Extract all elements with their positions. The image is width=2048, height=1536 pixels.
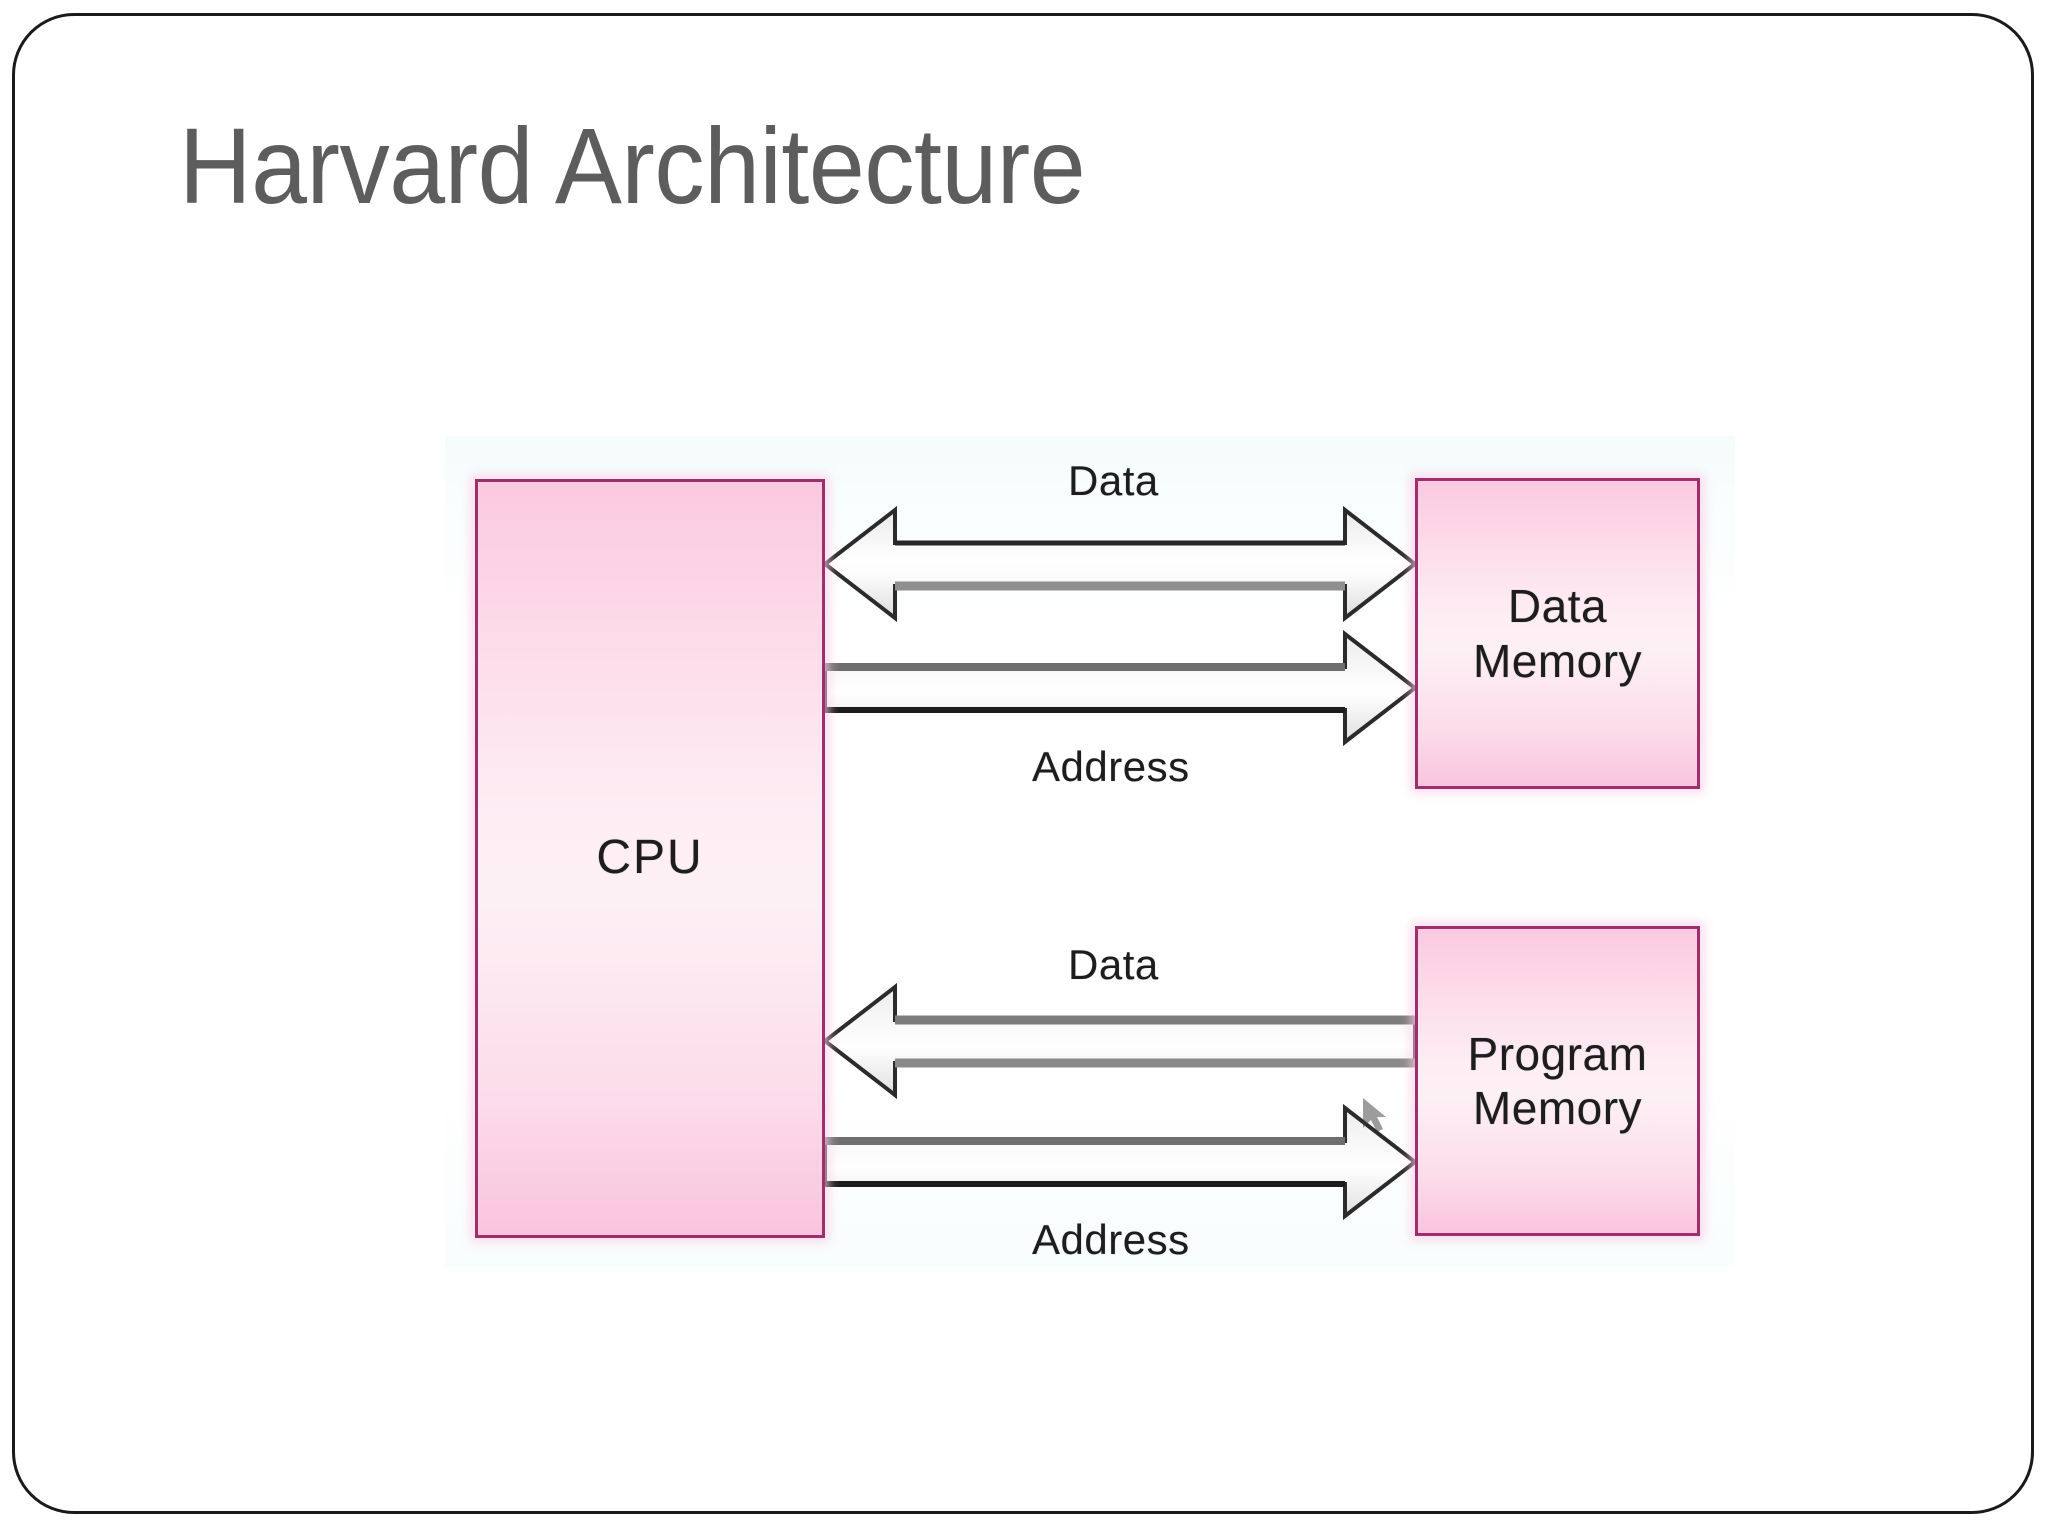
program-memory-data-bus-label: Data: [1068, 941, 1159, 988]
program-memory-address-bus-arrow: [823, 1103, 1419, 1221]
data-memory-address-bus-label: Address: [1032, 743, 1190, 790]
program-memory-block[interactable]: Program Memory: [1415, 926, 1700, 1236]
data-memory-block-label: Data Memory: [1473, 579, 1642, 688]
program-memory-block-label: Program Memory: [1468, 1027, 1648, 1136]
program-memory-label-line-1: Program: [1467, 1027, 1648, 1080]
data-memory-label-line-1: Data: [1507, 580, 1608, 633]
data-memory-label-line-2: Memory: [1472, 634, 1643, 687]
cpu-block-label: CPU: [596, 831, 704, 885]
data-memory-address-bus-arrow: [823, 629, 1419, 747]
page-title: Harvard Architecture: [179, 105, 1086, 226]
data-memory-block[interactable]: Data Memory: [1415, 478, 1700, 789]
cpu-block[interactable]: CPU: [475, 479, 825, 1238]
data-memory-data-bus-label: Data: [1068, 457, 1159, 504]
program-memory-address-bus-label: Address: [1032, 1216, 1190, 1263]
data-memory-data-bus-arrow: [821, 505, 1419, 623]
program-memory-label-line-2: Memory: [1472, 1082, 1643, 1134]
harvard-architecture-diagram: CPU Data Memory Program Memory Data Addr…: [15, 16, 2037, 1517]
bus-arrows-layer: [821, 505, 1419, 1221]
program-memory-data-bus-arrow: [821, 982, 1417, 1100]
cursor-artifact: [1363, 1098, 1386, 1132]
slide-frame: Harvard Architecture: [12, 13, 2034, 1514]
